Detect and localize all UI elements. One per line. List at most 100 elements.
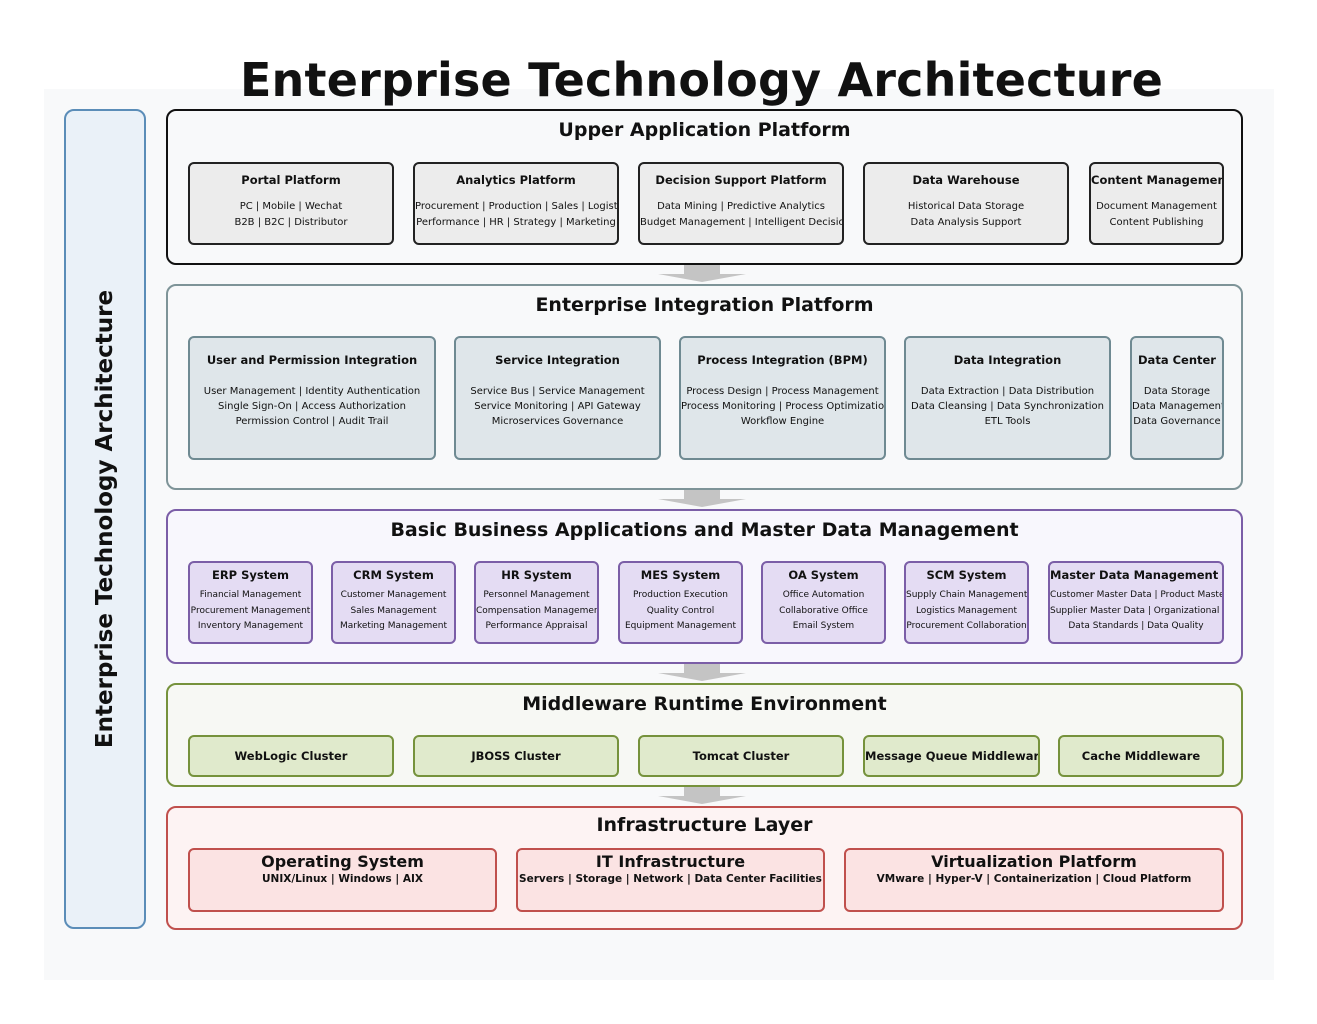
component-title: Tomcat Cluster [692, 749, 790, 763]
component-detail: Collaborative Office [779, 605, 868, 616]
component-detail: Content Publishing [1109, 217, 1204, 228]
component-title: Master Data Management (MDM) [1050, 568, 1222, 582]
component-detail: Performance Appraisal [485, 621, 588, 631]
component-virtualization-platform: Virtualization Platform VMware | Hyper-V… [844, 848, 1224, 912]
component-title: Decision Support Platform [655, 173, 827, 187]
component-scm-system: SCM System Supply Chain Management Logis… [904, 561, 1029, 644]
component-title: CRM System [353, 568, 434, 582]
component-portal-platform: Portal Platform PC | Mobile | Wechat B2B… [188, 162, 394, 245]
component-detail: Procurement Management [190, 605, 311, 616]
component-detail: Microservices Governance [491, 416, 624, 427]
component-content-management: Content Management Document Management C… [1089, 162, 1224, 245]
component-data-integration: Data Integration Data Extraction | Data … [904, 336, 1111, 460]
component-erp-system: ERP System Financial Management Procurem… [188, 561, 313, 644]
layer-enterprise-integration-platform: Enterprise Integration Platform User and… [166, 284, 1243, 490]
component-detail: UNIX/Linux | Windows | AIX [262, 873, 423, 885]
component-detail: User Management | Identity Authenticatio… [203, 386, 421, 397]
component-title: IT Infrastructure [595, 852, 746, 871]
down-arrow-icon [658, 490, 746, 507]
component-title: JBOSS Cluster [471, 749, 561, 763]
component-crm-system: CRM System Customer Management Sales Man… [331, 561, 456, 644]
component-title: Analytics Platform [456, 173, 576, 187]
component-detail: Data Management [1132, 401, 1224, 412]
component-title: OA System [788, 568, 859, 582]
component-detail: Workflow Engine [740, 416, 825, 427]
layer-upper-application-platform: Upper Application Platform Portal Platfo… [166, 109, 1243, 265]
component-decision-support-platform: Decision Support Platform Data Mining | … [638, 162, 844, 245]
component-title: Operating System [261, 852, 424, 871]
down-arrow-icon [658, 265, 746, 282]
component-detail: Marketing Management [339, 621, 447, 631]
component-detail: Process Design | Process Management [686, 386, 879, 397]
component-title: User and Permission Integration [206, 353, 418, 367]
component-title: Virtualization Platform [931, 852, 1137, 871]
component-detail: Supplier Master Data | Organizational St… [1050, 605, 1222, 616]
component-detail: ETL Tools [984, 416, 1031, 427]
component-detail: B2B | B2C | Distributor [234, 217, 348, 228]
component-title: Content Management [1091, 173, 1224, 187]
component-detail: Data Cleansing | Data Synchronization [911, 401, 1104, 412]
component-detail: Sales Management [350, 605, 437, 616]
component-detail: Customer Master Data | Product Master Da… [1050, 590, 1224, 600]
component-detail: VMware | Hyper-V | Containerization | Cl… [876, 873, 1192, 885]
component-detail: Single Sign-On | Access Authorization [218, 401, 406, 412]
diagram-title: Enterprise Technology Architecture [239, 53, 1164, 107]
component-detail: Supply Chain Management [906, 590, 1028, 600]
component-title: ERP System [211, 568, 290, 582]
component-detail: Customer Management [340, 590, 447, 600]
component-detail: Office Automation [782, 590, 865, 600]
side-panel: Enterprise Technology Architecture [64, 109, 146, 929]
component-detail: Budget Management | Intelligent Decision [640, 217, 844, 228]
component-data-warehouse: Data Warehouse Historical Data Storage D… [863, 162, 1069, 245]
component-title: Portal Platform [241, 173, 341, 187]
component-detail: Data Mining | Predictive Analytics [657, 201, 825, 212]
component-master-data-management: Master Data Management (MDM) Customer Ma… [1048, 561, 1224, 644]
layer-title: Upper Application Platform [558, 119, 851, 141]
component-detail: Data Storage [1143, 386, 1211, 397]
component-data-center: Data Center Data Storage Data Management… [1130, 336, 1224, 460]
component-detail: Quality Control [646, 605, 715, 616]
component-detail: Procurement | Production | Sales | Logis… [415, 201, 619, 212]
component-weblogic-cluster: WebLogic Cluster [188, 735, 394, 777]
component-detail: Historical Data Storage [907, 201, 1025, 212]
component-title: SCM System [926, 568, 1007, 582]
component-title: Cache Middleware [1081, 749, 1201, 763]
component-detail: Personnel Management [483, 590, 590, 600]
component-user-permission-integration: User and Permission Integration User Man… [188, 336, 436, 460]
down-arrow-icon [658, 664, 746, 681]
component-analytics-platform: Analytics Platform Procurement | Product… [413, 162, 619, 245]
component-cache-middleware: Cache Middleware [1058, 735, 1224, 777]
component-title: Data Warehouse [912, 173, 1020, 187]
component-detail: Servers | Storage | Network | Data Cente… [519, 873, 822, 885]
layer-middleware-runtime-environment: Middleware Runtime Environment WebLogic … [166, 683, 1243, 787]
component-title: WebLogic Cluster [234, 749, 348, 763]
component-detail: Service Bus | Service Management [470, 386, 645, 397]
component-detail: Process Monitoring | Process Optimizatio… [681, 401, 886, 412]
component-detail: Service Monitoring | API Gateway [474, 401, 641, 412]
component-title: MES System [640, 568, 721, 582]
layer-title: Basic Business Applications and Master D… [390, 519, 1019, 541]
component-title: Message Queue Middleware [865, 749, 1040, 763]
component-detail: Data Extraction | Data Distribution [920, 386, 1095, 397]
component-detail: Logistics Management [915, 605, 1018, 616]
component-detail: Document Management [1096, 201, 1217, 212]
component-detail: PC | Mobile | Wechat [239, 201, 343, 212]
layer-title: Infrastructure Layer [596, 814, 813, 836]
component-operating-system: Operating System UNIX/Linux | Windows | … [188, 848, 497, 912]
component-title: Data Center [1138, 353, 1216, 367]
component-detail: Procurement Collaboration [906, 621, 1027, 631]
component-tomcat-cluster: Tomcat Cluster [638, 735, 844, 777]
component-title: Service Integration [495, 353, 620, 367]
component-detail: Production Execution [633, 590, 728, 600]
layer-title: Middleware Runtime Environment [522, 693, 887, 715]
component-detail: Inventory Management [197, 621, 304, 631]
layer-infrastructure: Infrastructure Layer Operating System UN… [166, 806, 1243, 930]
layer-business-applications-mdm: Basic Business Applications and Master D… [166, 509, 1243, 664]
component-detail: Email System [792, 621, 855, 631]
component-detail: Permission Control | Audit Trail [235, 416, 389, 427]
component-process-integration-bpm: Process Integration (BPM) Process Design… [679, 336, 886, 460]
component-mes-system: MES System Production Execution Quality … [618, 561, 743, 644]
component-it-infrastructure: IT Infrastructure Servers | Storage | Ne… [516, 848, 825, 912]
component-detail: Performance | HR | Strategy | Marketing [416, 217, 616, 228]
component-detail: Equipment Management [624, 621, 736, 631]
